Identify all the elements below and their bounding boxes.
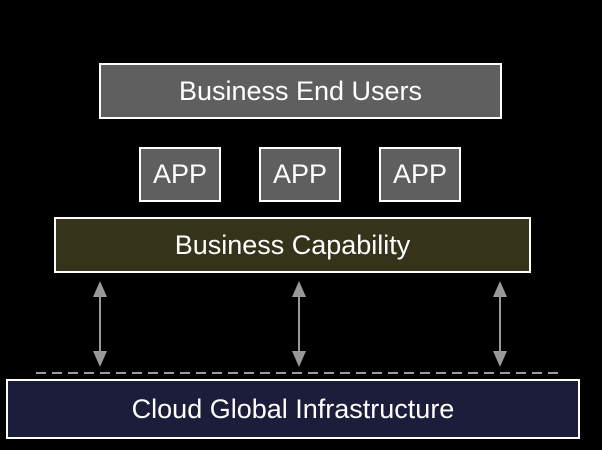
app-box-1: APP bbox=[139, 147, 221, 202]
cloud-global-infrastructure-box: Cloud Global Infrastructure bbox=[6, 379, 580, 439]
app-box-2: APP bbox=[259, 147, 341, 202]
cloud-global-infrastructure-label: Cloud Global Infrastructure bbox=[131, 393, 455, 424]
double-arrow-1 bbox=[93, 281, 107, 367]
business-end-users-box: Business End Users bbox=[99, 63, 502, 119]
business-capability-box: Business Capability bbox=[54, 217, 531, 273]
app-label-1: APP bbox=[152, 159, 208, 189]
business-end-users-label: Business End Users bbox=[178, 75, 423, 106]
double-arrow-3 bbox=[493, 281, 507, 367]
double-arrow-2 bbox=[292, 281, 306, 367]
app-label-2: APP bbox=[272, 159, 328, 189]
business-capability-label: Business Capability bbox=[174, 229, 411, 260]
app-label-3: APP bbox=[392, 159, 448, 189]
app-box-3: APP bbox=[379, 147, 461, 202]
